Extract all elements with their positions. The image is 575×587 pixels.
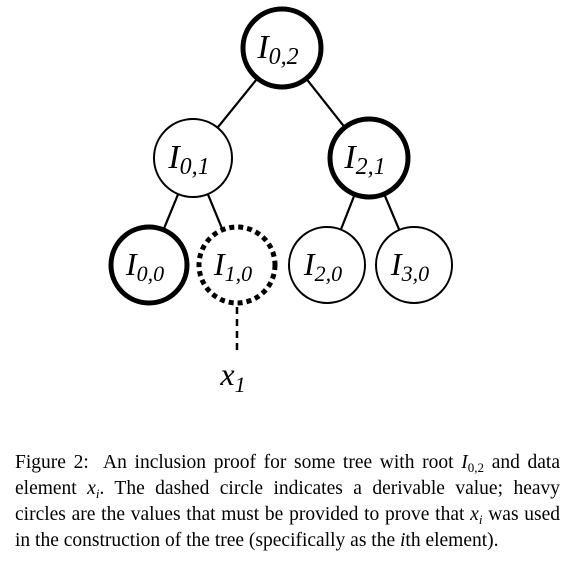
- tree-edge-I02-I21: [305, 77, 346, 129]
- tree-node-I01: I0,1: [153, 118, 233, 198]
- caption-elem-letter-2: x: [470, 504, 479, 525]
- tree-edge-I21-I20: [339, 193, 356, 231]
- tree-node-I10: I1,0: [196, 224, 278, 306]
- caption-part2: and data element: [15, 452, 560, 499]
- tree-node-I21: I2,1: [327, 116, 411, 200]
- caption-root-letter: I: [461, 452, 468, 473]
- merkle-tree-diagram: I0,2I0,1 I2,1I0,0 I1,0 I2,0 I3,0 x1: [108, 6, 453, 397]
- node-label-I02: I0,2: [256, 29, 298, 70]
- node-label-I30: I3,0: [390, 246, 429, 286]
- caption-elem-sub-2: i: [478, 512, 483, 527]
- caption-elem-sub: i: [95, 486, 100, 501]
- node-circle-I01-normal: [153, 118, 233, 198]
- tree-edges: [162, 77, 401, 231]
- caption-label: Figure 2:: [15, 452, 89, 473]
- data-element-label: x1: [219, 356, 245, 397]
- caption-part3: . The dashed circle indicates a derivabl…: [15, 478, 561, 525]
- caption-part4: was used in the construction of the tree…: [15, 504, 561, 551]
- node-circle-I20-normal: [288, 226, 366, 304]
- node-circle-I10-dashed: [196, 224, 278, 306]
- node-label-I00: I0,0: [125, 246, 164, 286]
- node-label-I21: I2,1: [343, 139, 385, 180]
- caption-part5: th element).: [405, 530, 499, 551]
- node-label-I10: I1,0: [213, 246, 252, 286]
- caption-elem-letter: x: [87, 478, 96, 499]
- node-circle-I02-heavy: [240, 6, 324, 90]
- tree-nodes: I0,2I0,1 I2,1I0,0 I1,0 I2,0 I3,0: [108, 6, 453, 306]
- caption-root-sub: 0,2: [467, 460, 484, 475]
- caption-ith-letter: i: [399, 530, 406, 551]
- node-circle-I21-heavy: [327, 116, 411, 200]
- figure-caption: Figure 2: An inclusion proof for some tr…: [15, 450, 560, 554]
- tree-node-I00: I0,0: [108, 224, 190, 306]
- node-circle-I30-normal: [375, 226, 453, 304]
- tree-node-I02: I0,2: [240, 6, 324, 90]
- tree-edge-I01-I00: [162, 193, 180, 231]
- node-circle-I00-heavy: [108, 224, 190, 306]
- caption-part1: An inclusion proof for some tree with ro…: [103, 452, 454, 473]
- tree-edge-I01-I10: [206, 193, 224, 231]
- data-element: x1: [219, 307, 246, 397]
- tree-node-I30: I3,0: [375, 226, 453, 304]
- node-label-I01: I0,1: [167, 139, 209, 180]
- tree-edge-I21-I30: [383, 193, 401, 231]
- node-label-I20: I2,0: [303, 246, 342, 286]
- tree-edge-I02-I01: [216, 77, 259, 129]
- tree-node-I20: I2,0: [288, 226, 366, 304]
